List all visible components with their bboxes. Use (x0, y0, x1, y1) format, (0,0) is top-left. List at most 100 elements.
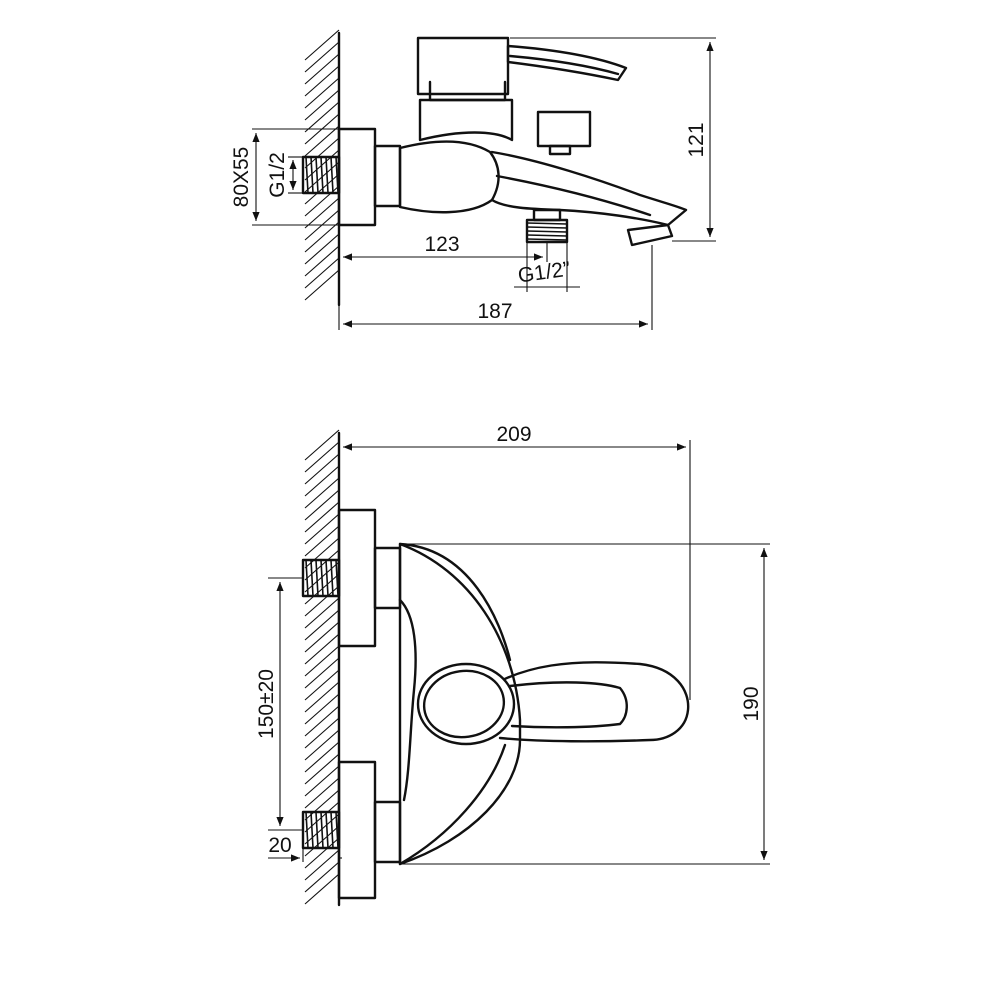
hatch-line (304, 621, 340, 653)
mount-plate-side (337, 127, 402, 227)
dim-190-label: 190 (740, 686, 763, 721)
thread-line (305, 811, 309, 849)
thread-line (305, 156, 309, 194)
dim-20: 20 (268, 834, 342, 862)
hatch-line (304, 465, 340, 497)
hatch-line (304, 525, 340, 557)
faucet-body-top (398, 542, 522, 866)
hatch-line (304, 657, 340, 689)
hatch-line (304, 269, 340, 301)
thread-line (325, 156, 329, 194)
hatch-line (304, 645, 340, 677)
hatch-line (304, 77, 340, 109)
thread-line (335, 811, 339, 849)
hatch-line (304, 453, 340, 485)
hatch-line (304, 53, 340, 85)
hatch-line (304, 513, 340, 545)
dim-g12-inlet: G1/2 (266, 152, 303, 198)
hatch-line (304, 185, 340, 217)
outlet-thread-side (525, 208, 569, 244)
thread-line (325, 811, 329, 849)
hatch-line (304, 537, 340, 569)
hatch-line (304, 29, 340, 61)
dim-209-label: 209 (496, 423, 531, 446)
hatch-line (304, 597, 340, 629)
hatch-line (304, 609, 340, 641)
thread-line (526, 238, 568, 241)
thread-line (335, 156, 339, 194)
thread-line (315, 156, 319, 194)
dim-123-label: 123 (424, 233, 459, 256)
thread-line (335, 559, 339, 597)
lever-handle-top (416, 661, 690, 746)
thread-line (320, 811, 324, 849)
diverter-knob-side (536, 110, 592, 156)
thread-line (526, 226, 568, 229)
hatch-line (304, 789, 340, 821)
thread-line (320, 156, 324, 194)
thread-line (305, 559, 309, 597)
thread-line (310, 559, 314, 597)
hatch-line (304, 705, 340, 737)
eccentric-lower (301, 760, 402, 900)
dim-20-label: 20 (268, 834, 291, 857)
hatch-line (304, 429, 340, 461)
hatch-line (304, 233, 340, 265)
thread-line (330, 811, 334, 849)
hatch-line (304, 245, 340, 277)
hatch-line (304, 489, 340, 521)
thread-line (315, 559, 319, 597)
hatch-line (304, 873, 340, 905)
side-view: 80X55 G1/2 121 123 G1/2” (230, 29, 716, 330)
thread-line (310, 811, 314, 849)
thread-line (310, 156, 314, 194)
hatch-line (304, 681, 340, 713)
hatch-line (304, 741, 340, 773)
hatch-line (304, 41, 340, 73)
top-view: 209 190 150±20 20 (255, 423, 770, 907)
dim-g12-outlet-label: G1/2” (516, 258, 571, 288)
hatch-line (304, 65, 340, 97)
dim-150-20-label: 150±20 (255, 669, 278, 739)
hatch-line (304, 221, 340, 253)
hatch-line (304, 717, 340, 749)
hatch-line (304, 849, 340, 881)
thread-line (330, 559, 334, 597)
hatch-line (304, 765, 340, 797)
hatch-line (304, 633, 340, 665)
hatch-line (304, 753, 340, 785)
dim-121: 121 (510, 37, 716, 242)
dim-190: 190 (400, 543, 770, 865)
dim-123: 123 (338, 225, 548, 262)
hatch-line (304, 101, 340, 133)
thread-line (526, 234, 568, 237)
dim-187: 187 (338, 245, 653, 330)
thread-line (320, 559, 324, 597)
dim-121-label: 121 (685, 122, 708, 157)
thread-line (526, 230, 568, 233)
hatch-line (304, 861, 340, 893)
hatch-line (304, 693, 340, 725)
dim-150-20: 150±20 (255, 577, 303, 831)
dim-g12-inlet-label: G1/2 (266, 152, 289, 198)
lever-handle-side (416, 36, 628, 96)
hatch-line (304, 669, 340, 701)
thread-line (526, 222, 568, 225)
eccentric-upper (301, 508, 402, 648)
dim-209: 209 (338, 423, 691, 700)
thread-line (330, 156, 334, 194)
hatch-line (304, 197, 340, 229)
thread-line (315, 811, 319, 849)
inlet-thread-side (301, 155, 341, 195)
hatch-line (304, 125, 340, 157)
hatch-line (304, 729, 340, 761)
hatch-line (304, 89, 340, 121)
hatch-line (304, 441, 340, 473)
dim-187-label: 187 (477, 300, 512, 323)
hatch-line (304, 777, 340, 809)
dim-80x55-label: 80X55 (230, 147, 253, 208)
hatch-line (304, 501, 340, 533)
hatch-line (304, 257, 340, 289)
dim-80x55: 80X55 (230, 128, 339, 226)
